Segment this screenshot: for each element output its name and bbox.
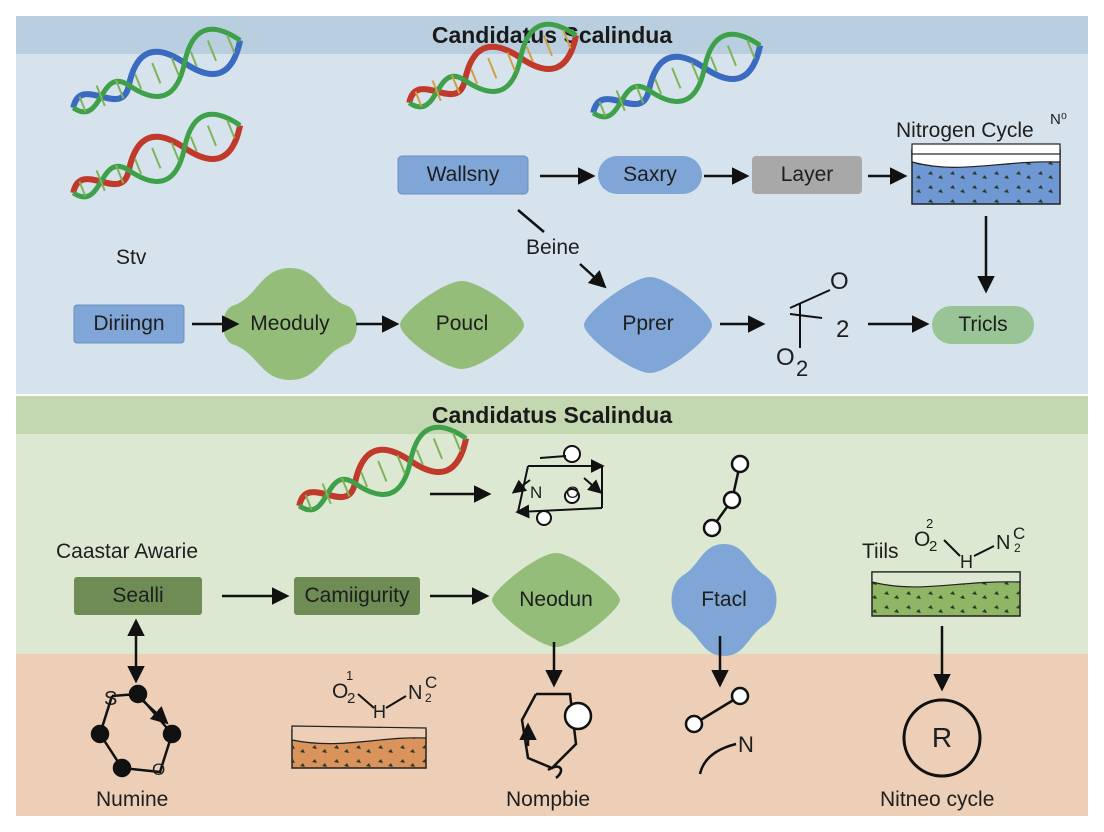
ftacl-label: Ftacl — [701, 588, 747, 611]
sulfur-o-label: O — [152, 760, 166, 779]
top-panel — [16, 16, 1088, 394]
mid-chem-n: N — [996, 532, 1011, 554]
layer-label: Layer — [780, 163, 834, 186]
bot-chem-o: O — [332, 680, 349, 703]
dna-helix-4 — [590, 31, 764, 120]
soil-container-orange-icon — [291, 725, 427, 769]
mid-chem-c: C — [1013, 524, 1026, 543]
soil-container-green-icon — [871, 571, 1021, 617]
neodun-label: Neodun — [519, 588, 593, 611]
nitrogen-superscript: N⁰ — [1050, 111, 1067, 128]
ftacl-shape — [671, 544, 777, 656]
meoduly-shape — [223, 268, 357, 380]
beine-label: Beine — [526, 236, 580, 259]
n-chain-label: N — [738, 732, 754, 757]
mid-chem-bonds — [943, 539, 995, 557]
tiils-label: Tiils — [862, 540, 899, 563]
dna-helix-1 — [70, 26, 244, 115]
n-chain-icon — [684, 686, 750, 775]
mid-chem-h: H — [960, 552, 973, 572]
oxygen-o-top: O — [830, 268, 849, 295]
bot-chem-c: C — [425, 673, 438, 692]
mid-chem-o-sup: 2 — [926, 516, 934, 531]
mid-chem-o-sub: 2 — [929, 538, 938, 555]
bot-chem-o-sup: 1 — [346, 668, 354, 683]
hexagon-ring-icon — [519, 692, 593, 779]
bottom-chem-bonds — [357, 693, 407, 709]
camiigurity-box — [294, 577, 420, 615]
sealli-box — [74, 577, 202, 615]
water-container-icon — [911, 143, 1061, 205]
bot-chem-o-sub: 2 — [347, 690, 356, 707]
neodun-shape — [492, 553, 620, 647]
dna-helix-5 — [296, 424, 470, 513]
mid-chem-o: O — [914, 528, 931, 551]
caastar-label: Caastar Awarie — [56, 540, 199, 563]
dna-helix-2 — [70, 111, 244, 200]
bot-chem-n: N — [408, 682, 423, 704]
mid-chem-c-sub: 2 — [1014, 541, 1021, 555]
label-stv: Stv — [116, 246, 147, 269]
atom-chain-icon — [702, 454, 750, 538]
bot-chem-c-sub: 2 — [425, 691, 432, 705]
tricls-pill — [932, 306, 1034, 344]
r-circle-icon — [902, 698, 982, 778]
saxry-pill — [598, 156, 702, 194]
wallsny-box — [397, 155, 529, 195]
oxygen-2-right: 2 — [836, 316, 850, 343]
wallsny-label: Wallsny — [426, 163, 500, 186]
sulfur-ring-icon — [90, 684, 182, 778]
numine-label: Numine — [96, 788, 169, 811]
nitrogen-cycle-title: Nitrogen Cycle — [896, 119, 1034, 142]
layer-box — [752, 156, 862, 194]
sealli-label: Sealli — [112, 584, 164, 607]
cycle-o-label: O — [566, 483, 580, 502]
bot-chem-h: H — [373, 702, 386, 722]
tricls-label: Tricls — [958, 313, 1008, 336]
meoduly-label: Meoduly — [250, 312, 330, 335]
section-title-middle: Candidatus Scalindua — [16, 396, 1088, 434]
poucl-shape — [400, 281, 524, 369]
oxygen-o2-sub: 2 — [796, 356, 809, 381]
pprer-label: Pprer — [622, 312, 674, 335]
pprer-shape — [584, 277, 712, 373]
cycle-n-label: N — [530, 483, 543, 502]
nitneo-cycle-label: Nitneo cycle — [880, 788, 995, 811]
diriingn-box — [73, 304, 185, 344]
oxygen-structure-icon — [789, 289, 831, 348]
oxygen-o2-o: O — [776, 344, 795, 371]
saxry-label: Saxry — [623, 163, 677, 186]
sulfur-s-label: S — [104, 688, 118, 710]
top-arrows — [192, 167, 995, 333]
camiigurity-label: Camiigurity — [304, 584, 410, 607]
dna-helix-3 — [406, 21, 580, 110]
nompbie-label: Nompbie — [506, 788, 591, 811]
poucl-label: Poucl — [435, 312, 489, 335]
middle-arrows — [127, 587, 951, 692]
r-circle-label: R — [931, 722, 953, 753]
diriingn-label: Diriingn — [93, 312, 165, 335]
cyclic-reaction-icon — [511, 445, 605, 526]
